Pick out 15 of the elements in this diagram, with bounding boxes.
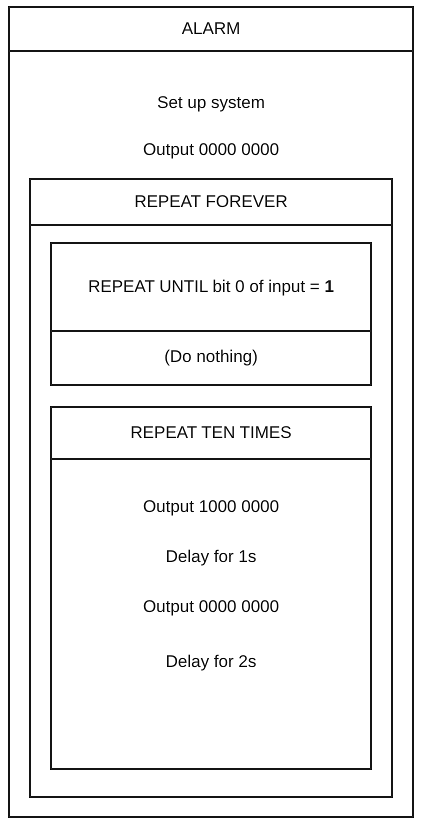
- statement-text: Output 0000 0000: [142, 139, 280, 161]
- structure-box: [50, 406, 372, 770]
- statement-text: Output 0000 0000: [142, 596, 280, 618]
- box-heading: REPEAT UNTIL bit 0 of input = 1: [87, 276, 335, 298]
- structure-box: [29, 178, 393, 798]
- statement-text: Output 1000 0000: [142, 496, 280, 518]
- structure-box: [8, 6, 414, 818]
- statement-text: (Do nothing): [164, 346, 258, 368]
- structure-box: [50, 242, 372, 386]
- box-heading: ALARM: [180, 18, 242, 40]
- statement-text: Delay for 1s: [166, 546, 256, 568]
- statement-text: Delay for 2s: [166, 651, 256, 673]
- box-heading: REPEAT FOREVER: [133, 191, 289, 213]
- statement-text: Set up system: [157, 92, 265, 114]
- box-heading: REPEAT TEN TIMES: [129, 422, 293, 444]
